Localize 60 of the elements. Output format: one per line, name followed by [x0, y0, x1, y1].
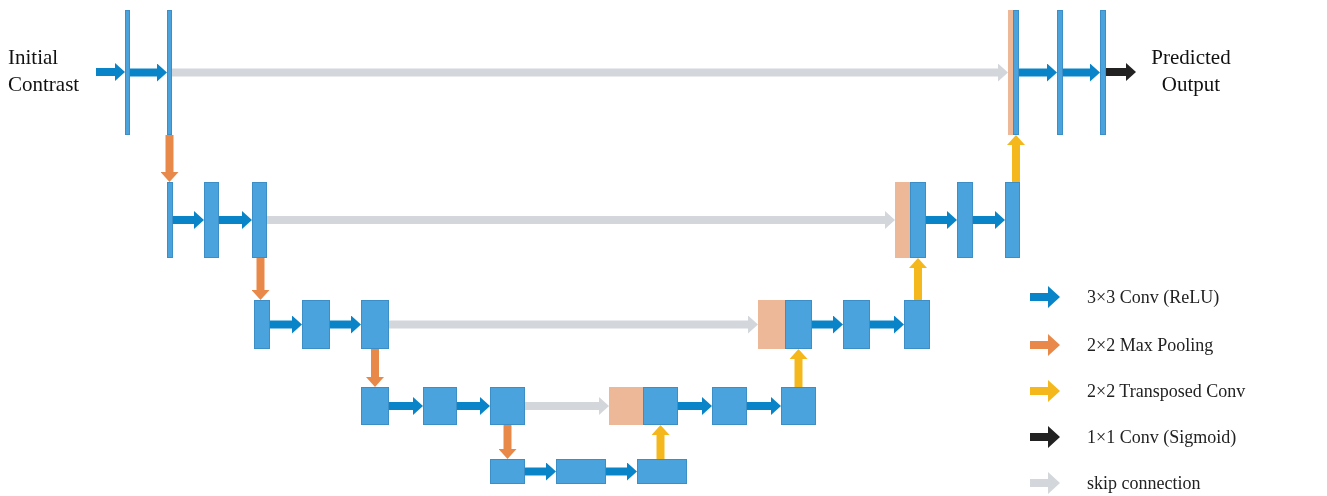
feature-map-bar	[957, 182, 973, 258]
arrow	[973, 211, 1005, 229]
feature-map-bar	[490, 459, 525, 484]
arrow	[606, 462, 637, 481]
copied-feature-map-bar	[1008, 10, 1013, 135]
input-label: Initial Contrast	[8, 44, 96, 100]
legend-label: 3×3 Conv (ReLU)	[1087, 286, 1220, 308]
arrow	[219, 211, 252, 229]
feature-map-bar	[361, 300, 389, 349]
feature-map-bar	[1013, 10, 1019, 135]
legend-label: 2×2 Max Pooling	[1087, 334, 1214, 356]
feature-map-bar	[1005, 182, 1020, 258]
feature-map-bar	[637, 459, 687, 484]
arrow	[926, 211, 957, 229]
arrow	[678, 397, 712, 415]
copied-feature-map-bar	[609, 387, 643, 425]
arrow	[457, 397, 490, 415]
feature-map-bar	[910, 182, 926, 258]
arrow	[789, 349, 808, 387]
feature-map-bar	[423, 387, 457, 425]
arrow	[909, 258, 927, 300]
arrow	[498, 425, 517, 459]
feature-map-bar	[843, 300, 870, 349]
feature-map-bar	[361, 387, 389, 425]
legend-label: skip connection	[1087, 472, 1201, 494]
arrow	[270, 315, 302, 334]
feature-map-bar	[254, 300, 270, 349]
arrow	[267, 211, 895, 229]
arrow	[389, 315, 758, 334]
arrow	[525, 397, 609, 415]
arrow	[330, 315, 361, 334]
arrow	[251, 258, 270, 300]
feature-map-bar	[556, 459, 606, 484]
arrow	[1007, 135, 1025, 182]
feature-map-bar	[167, 182, 173, 258]
feature-map-bar	[1057, 10, 1063, 135]
arrow	[366, 349, 384, 387]
feature-map-bar	[712, 387, 747, 425]
arrow	[812, 315, 843, 334]
arrow	[525, 462, 556, 481]
feature-map-bar	[252, 182, 267, 258]
output-label: Predicted Output	[1136, 44, 1246, 100]
feature-map-bar	[781, 387, 816, 425]
legend-label: 2×2 Transposed Conv	[1087, 380, 1246, 402]
feature-map-bar	[204, 182, 219, 258]
arrow	[389, 397, 423, 415]
feature-map-bar	[904, 300, 930, 349]
arrow	[870, 315, 904, 334]
copied-feature-map-bar	[895, 182, 910, 258]
feature-map-bar	[1100, 10, 1106, 135]
arrow	[651, 425, 670, 459]
feature-map-bar	[125, 10, 130, 135]
arrow	[747, 397, 781, 415]
copied-feature-map-bar	[758, 300, 785, 349]
feature-map-bar	[167, 10, 172, 135]
feature-map-bar	[302, 300, 330, 349]
feature-map-bar	[490, 387, 525, 425]
feature-map-bar	[643, 387, 678, 425]
legend-label: 1×1 Conv (Sigmoid)	[1087, 426, 1237, 448]
feature-map-bar	[785, 300, 812, 349]
